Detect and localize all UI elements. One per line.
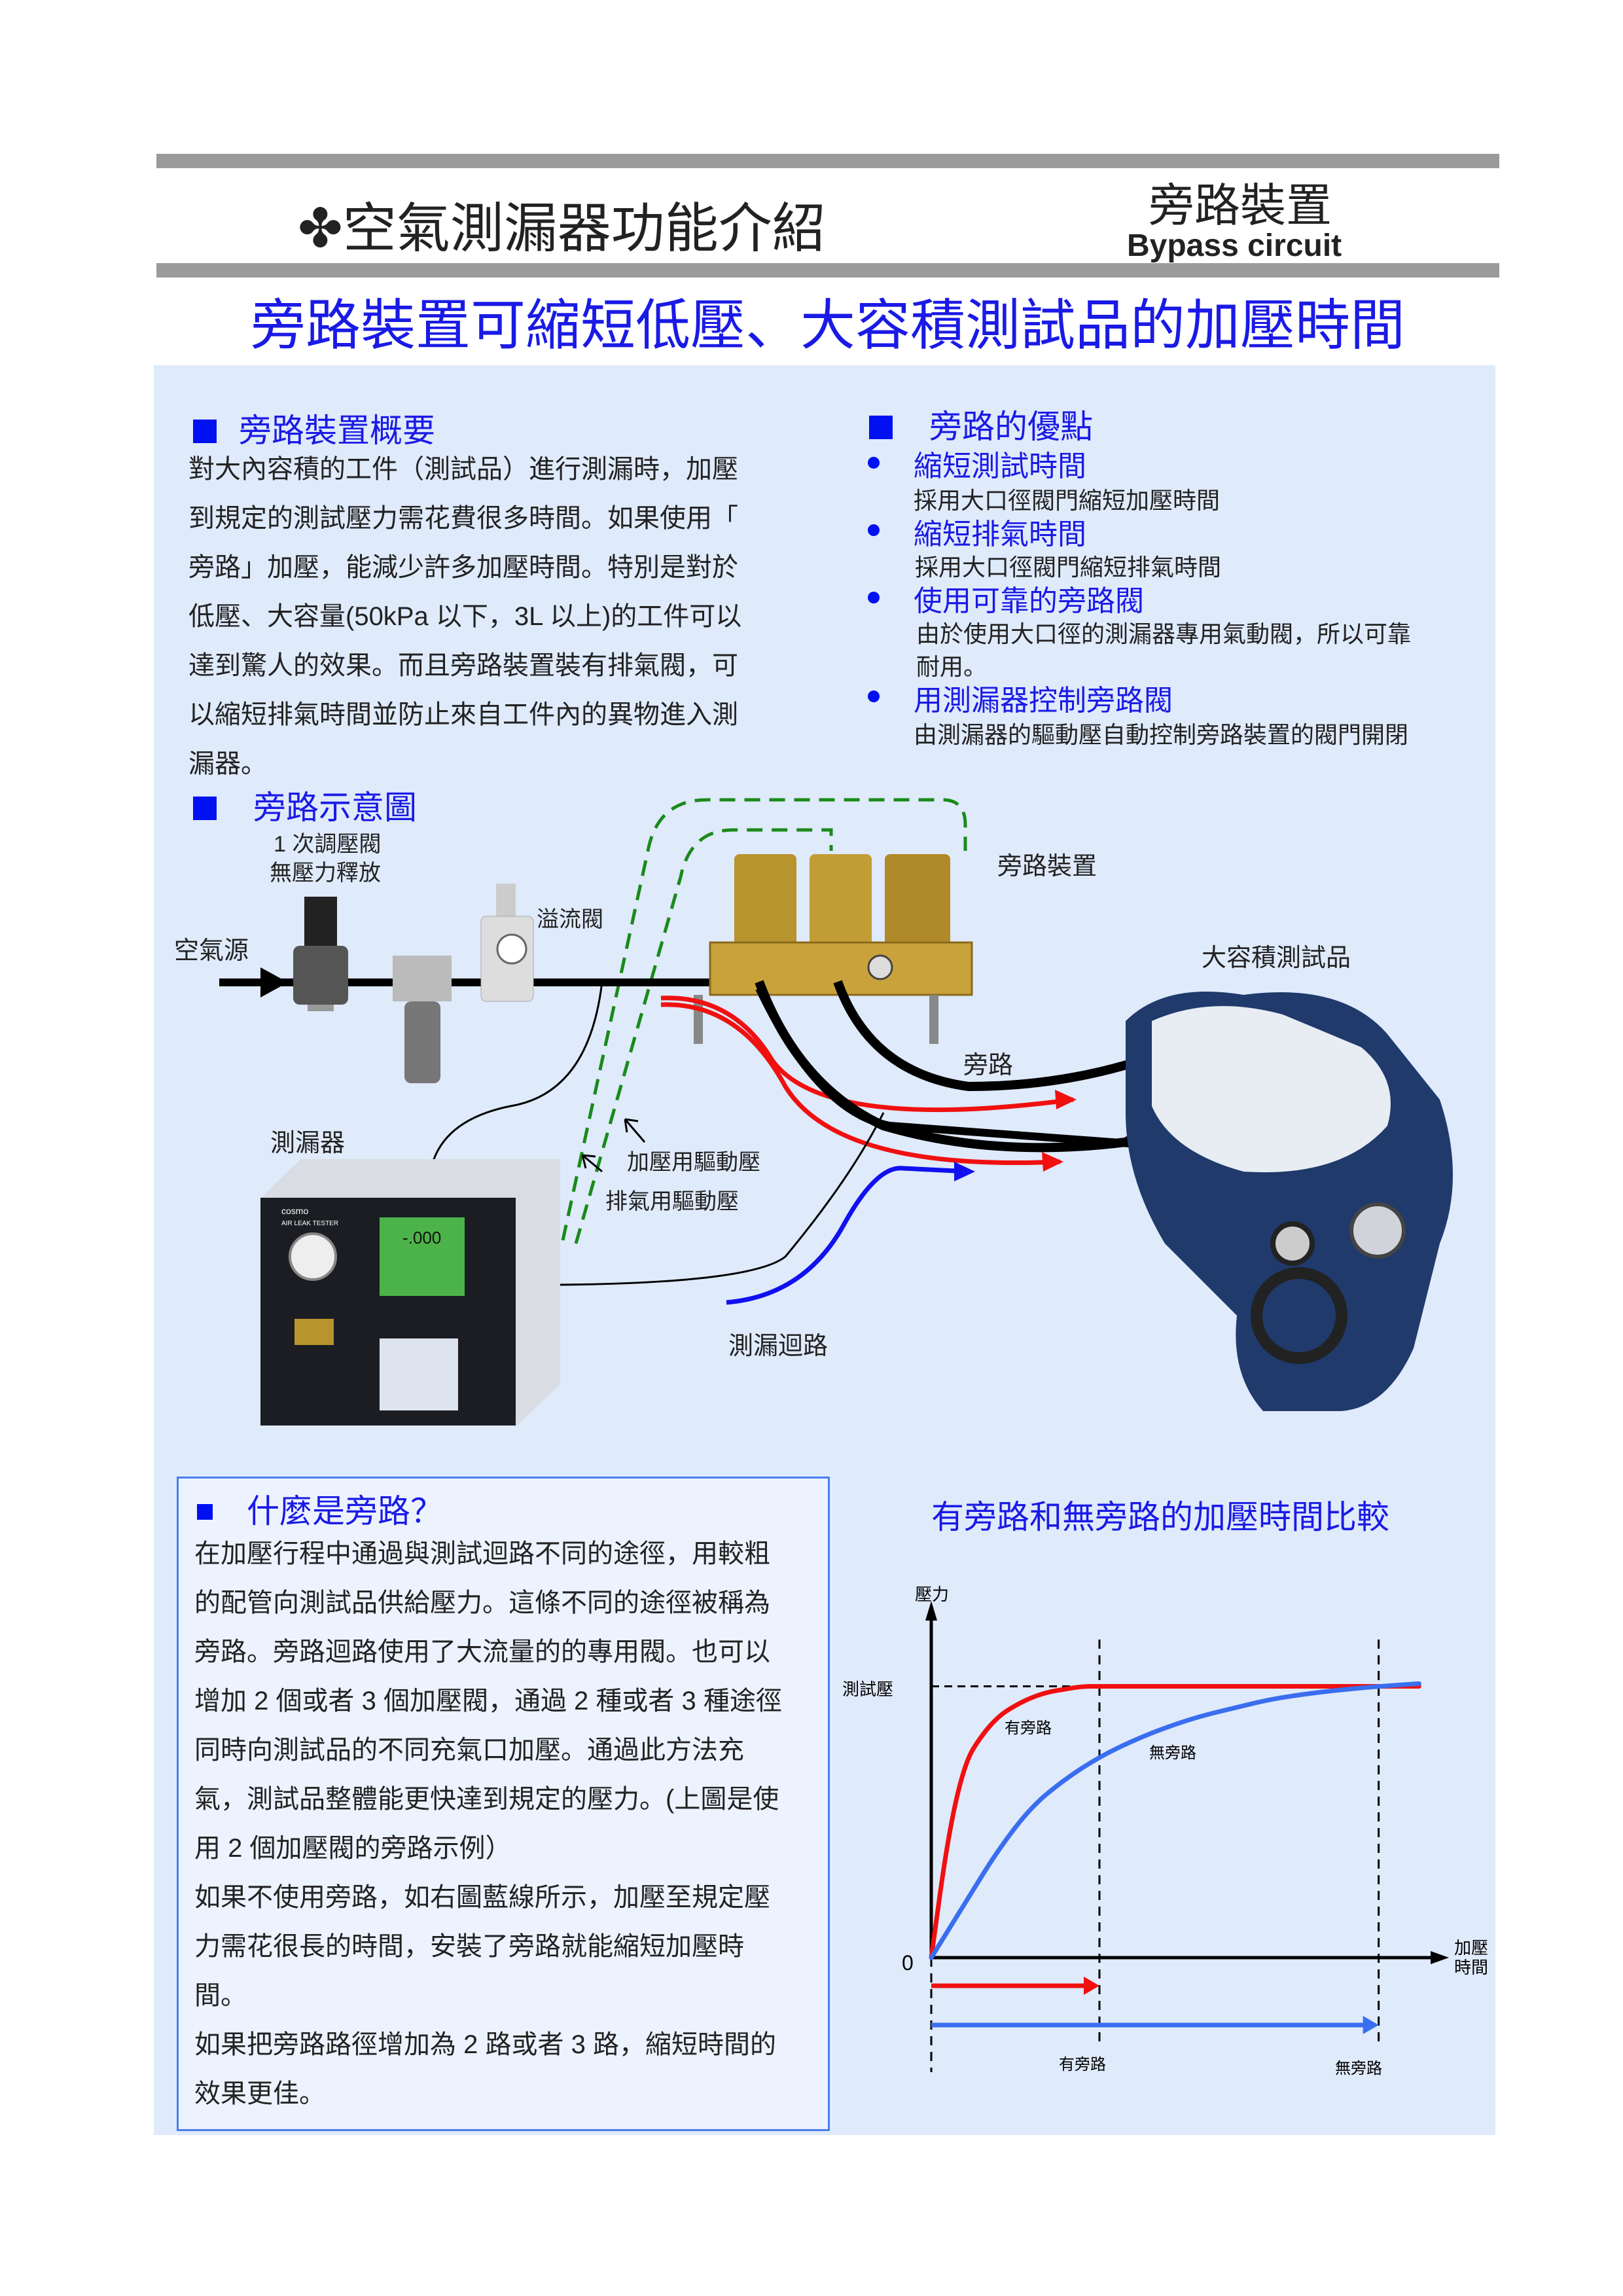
advantage-desc: 由測漏器的驅動壓自動控制旁路裝置的閥門開閉 <box>914 721 1409 748</box>
square-bullet-icon <box>197 1504 213 1520</box>
overview-line: 對大內容積的工件（測試品）進行測漏時，加壓 <box>188 455 738 484</box>
whatis-paragraph: 在加壓行程中通過與測試迴路不同的途徑，用較粗 的配管向測試品供給壓力。這條不同的… <box>194 1530 823 2119</box>
header-bottom-bar <box>156 263 1499 278</box>
advantage-desc: 採用大口徑閥門縮短排氣時間 <box>915 554 1222 581</box>
regulator-valve <box>293 897 348 1011</box>
marker-label-bypass: 有旁路 <box>1059 2056 1106 2073</box>
duration-arrowhead <box>1084 1977 1100 1995</box>
advantage-desc: 由於使用大口徑的測漏器專用氣動閥，所以可靠 <box>916 620 1412 647</box>
y-axis-arrowhead <box>925 1601 937 1621</box>
what-is-bypass-box: 什麼是旁路？ 在加壓行程中通過與測試迴路不同的途徑，用較粗 的配管向測試品供給壓… <box>177 1477 830 2131</box>
x-axis-label-1: 加壓 <box>1454 1938 1488 1958</box>
pointer-arrow-icon <box>581 1154 603 1173</box>
bypass-valve-block <box>694 854 973 1044</box>
leak-tester-device: cosmo AIR LEAK TESTER -.000 <box>260 1159 560 1426</box>
whatis-line: 在加壓行程中通過與測試迴路不同的途徑，用較粗 <box>194 1539 770 1568</box>
label-regulator: 1 次調壓閥 <box>274 832 382 857</box>
reference-label: 測試壓 <box>842 1679 893 1699</box>
leak-circuit-arrow <box>726 1166 969 1305</box>
overview-line: 漏器。 <box>188 749 267 778</box>
bullet-icon <box>868 524 880 536</box>
whatis-line: 如果不使用旁路，如右圖藍線所示，加壓至規定壓 <box>194 1883 770 1912</box>
page-title: ✤空氣測漏器功能介紹 <box>298 199 826 259</box>
label-air-source: 空氣源 <box>174 937 249 965</box>
advantage-title: 用測漏器控制旁路閥 <box>914 685 1173 717</box>
label-relief-valve: 溢流閥 <box>537 907 603 932</box>
exhaust-drive-line <box>561 798 967 1241</box>
engine-workpiece <box>1126 992 1453 1411</box>
tester-air-line <box>431 981 603 1166</box>
duration-arrowhead <box>1363 2016 1379 2034</box>
overview-line: 旁路」加壓，能減少許多加壓時間。特別是對於 <box>188 553 738 582</box>
whatis-line: 用 2 個加壓閥的旁路示例） <box>194 1834 512 1863</box>
whatis-line: 效果更佳。 <box>194 2079 325 2108</box>
pressurize-drive-line <box>574 828 833 1244</box>
device-model: AIR LEAK TESTER <box>281 1220 338 1227</box>
overview-line: 以縮短排氣時間並防止來自工件內的異物進入測 <box>188 700 738 729</box>
advantage-title: 使用可靠的旁路閥 <box>914 585 1144 617</box>
whatis-line: 同時向測試品的不同充氣口加壓。通過此方法充 <box>194 1736 744 1765</box>
x-axis-label-2: 時間 <box>1454 1958 1488 1977</box>
overview-line: 低壓、大容量(50kPa 以下，3L 以上)的工件可以 <box>188 602 742 631</box>
whatis-line: 如果把旁路路徑增加為 2 路或者 3 路，縮短時間的 <box>194 2030 776 2059</box>
bypass-flow-arrow-1 <box>660 996 1074 1113</box>
y-axis-label: 壓力 <box>915 1585 949 1604</box>
whatis-heading: 什麼是旁路？ <box>197 1485 443 1532</box>
whatis-line: 力需花很長的時間，安裝了旁路就能縮短加壓時 <box>194 1932 744 1961</box>
whatis-line: 的配管向測試品供給壓力。這條不同的途徑被稱為 <box>194 1588 770 1617</box>
label-workpiece: 大容積測試品 <box>1202 944 1351 972</box>
bullet-icon <box>868 691 880 702</box>
advantage-title: 縮短排氣時間 <box>914 518 1086 550</box>
chart-title: 有旁路和無旁路的加壓時間比較 <box>931 1499 1389 1535</box>
device-brand: cosmo <box>281 1206 308 1216</box>
advantages-heading: 旁路的優點 <box>869 401 1093 448</box>
whatis-line: 旁路。旁路迴路使用了大流量的的專用閥。也可以 <box>194 1638 770 1666</box>
series-line-有旁路 <box>929 1684 1421 1960</box>
headline: 旁路裝置可縮短低壓、大容積測試品的加壓時間 <box>250 295 1405 356</box>
overview-line: 到規定的測試壓力需花費很多時間。如果使用「 <box>188 504 738 533</box>
label-leak-circuit: 測漏迴路 <box>728 1333 829 1360</box>
series-label-no-bypass: 無旁路 <box>1149 1744 1196 1762</box>
bullet-icon <box>868 592 880 603</box>
whatis-line: 氣，測試品整體能更快達到規定的壓力。(上圖是使 <box>194 1785 779 1814</box>
pointer-arrow-icon <box>624 1118 646 1143</box>
label-pressurize-drive: 加壓用驅動壓 <box>627 1150 760 1175</box>
label-exhaust-drive: 排氣用驅動壓 <box>605 1189 739 1214</box>
label-bypass: 旁路 <box>963 1052 1014 1079</box>
overview-paragraph: 對大內容積的工件（測試品）進行測漏時，加壓 到規定的測試壓力需花費很多時間。如果… <box>188 445 777 789</box>
bypass-flow-arrow-2 <box>660 1002 1061 1166</box>
section-title-zh: 旁路裝置 <box>1149 180 1332 231</box>
overview-heading: 旁路裝置概要 <box>193 404 435 452</box>
label-leak-tester: 測漏器 <box>270 1130 346 1157</box>
header-top-bar <box>156 154 1499 168</box>
whatis-line: 間。 <box>194 1981 247 2010</box>
series-label-bypass: 有旁路 <box>1005 1719 1052 1737</box>
overview-line: 達到驚人的效果。而且旁路裝置裝有排氣閥，可 <box>188 651 738 680</box>
advantage-title: 縮短測試時間 <box>914 450 1086 482</box>
advantage-desc: 耐用。 <box>916 653 988 680</box>
diagram-heading: 旁路示意圖 <box>193 781 417 829</box>
air-source-arrow-icon <box>260 967 288 997</box>
square-bullet-icon <box>869 416 893 439</box>
square-bullet-icon <box>193 420 217 443</box>
series-line-無旁路 <box>929 1681 1421 1960</box>
label-bypass-device: 旁路裝置 <box>997 853 1097 880</box>
device-display: -.000 <box>402 1228 441 1247</box>
x-axis-arrowhead <box>1431 1951 1449 1964</box>
section-title-en: Bypass circuit <box>1127 228 1342 263</box>
origin-label: 0 <box>902 1951 914 1975</box>
relief-valve <box>480 884 534 1002</box>
filter-unit <box>393 956 452 1083</box>
advantage-desc: 採用大口徑閥門縮短加壓時間 <box>914 487 1221 514</box>
label-no-relief: 無壓力釋放 <box>270 861 381 886</box>
marker-label-no-bypass: 無旁路 <box>1335 2060 1382 2077</box>
four-petal-flower-icon: ✤ <box>298 199 343 259</box>
square-bullet-icon <box>193 797 217 820</box>
tester-signal-line <box>560 1112 885 1286</box>
whatis-line: 增加 2 個或者 3 個加壓閥，通過 2 種或者 3 種途徑 <box>194 1687 782 1715</box>
bullet-icon <box>868 457 880 469</box>
